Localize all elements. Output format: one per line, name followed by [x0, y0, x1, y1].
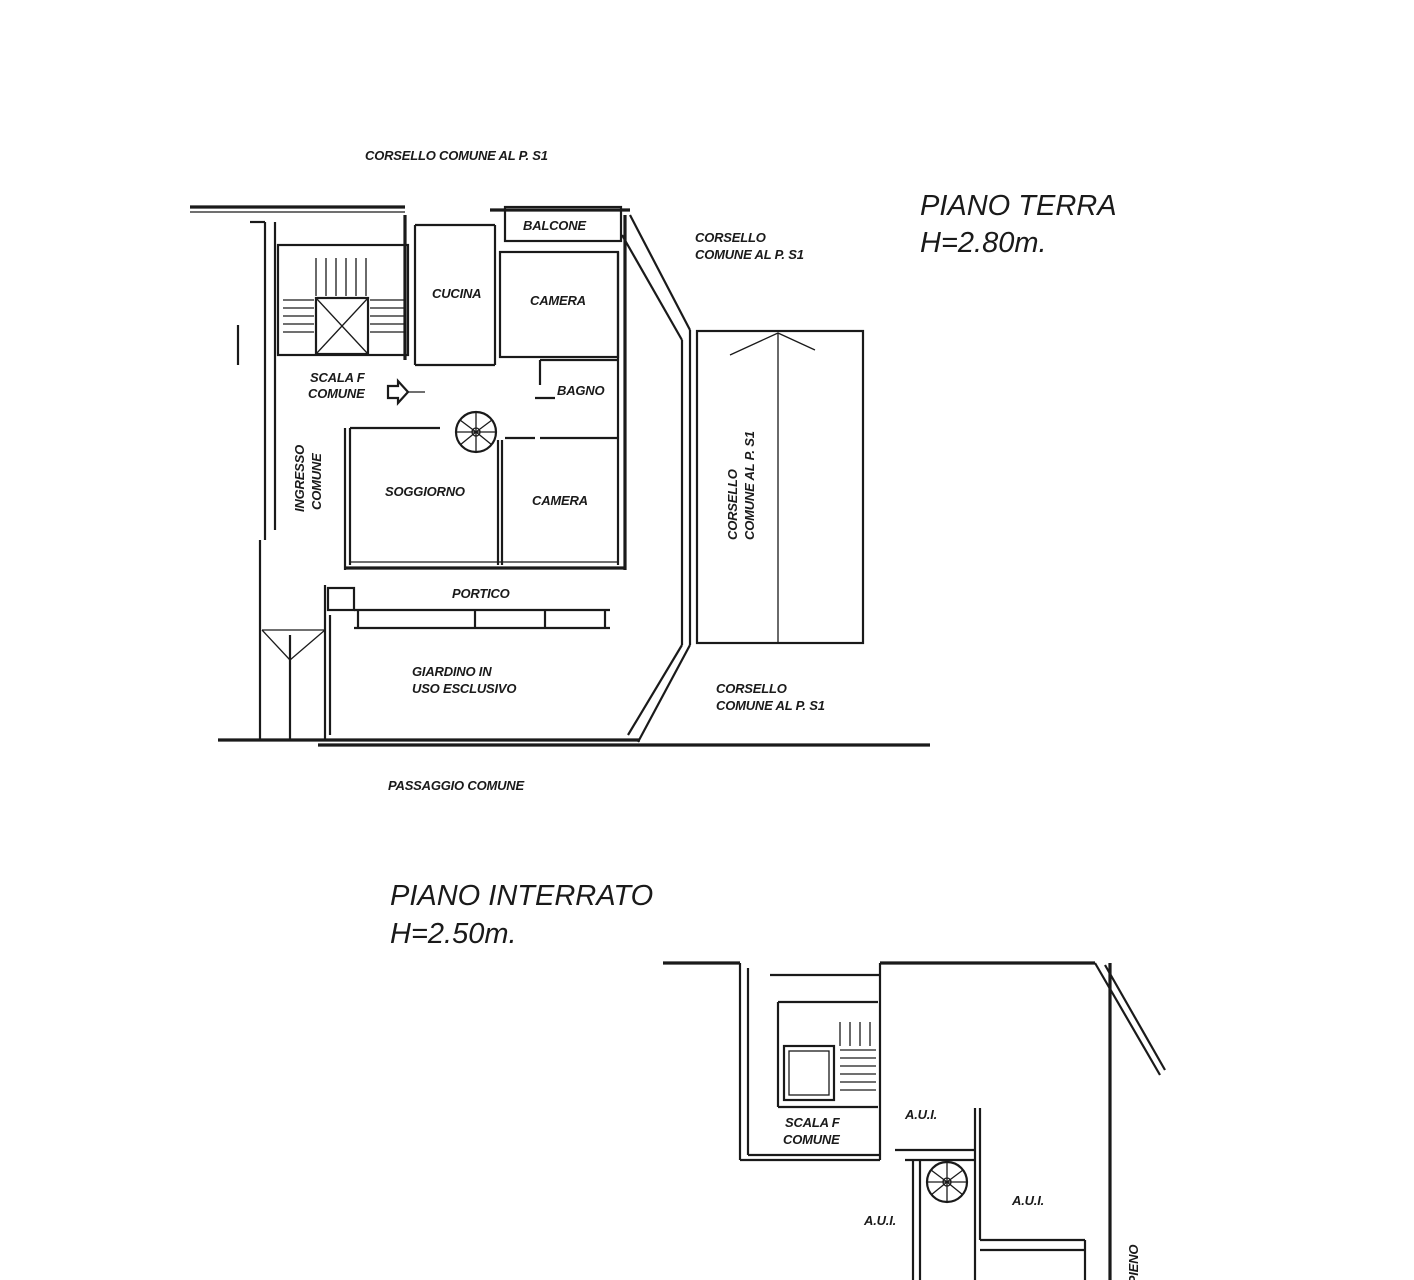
label-scala-1: SCALA F — [310, 370, 366, 385]
basement-labels: PIANO INTERRATO H=2.50m. SCALA F COMUNE … — [390, 880, 1141, 1280]
entry-arrow-icon — [386, 378, 410, 406]
ground-floor-labels: CORSELLO COMUNE AL P. S1 BALCONE CUCINA … — [292, 148, 1117, 793]
label-corsello-right-2: COMUNE AL P. S1 — [695, 247, 804, 262]
label-portico: PORTICO — [452, 586, 510, 601]
label-terrapieno: TERRAPIENO — [1126, 1245, 1141, 1280]
basement-spiral-stair-icon — [925, 1160, 969, 1204]
ground-floor-title: PIANO TERRA — [920, 190, 1117, 222]
label-top-corridor: CORSELLO COMUNE AL P. S1 — [365, 148, 548, 163]
ground-floor-height: H=2.80m. — [920, 227, 1047, 259]
label-balcone: BALCONE — [523, 218, 586, 233]
basement-stair-treads — [839, 1022, 876, 1091]
label-camera-bottom: CAMERA — [532, 493, 588, 508]
label-basement-scala-1: SCALA F — [785, 1115, 841, 1130]
label-bagno: BAGNO — [557, 383, 604, 398]
label-soggiorno: SOGGIORNO — [385, 484, 465, 499]
basement-title: PIANO INTERRATO — [390, 880, 653, 912]
label-giardino-2: USO ESCLUSIVO — [412, 681, 516, 696]
label-passaggio: PASSAGGIO COMUNE — [388, 778, 524, 793]
label-corsello-right-1: CORSELLO — [695, 230, 766, 245]
basement-height: H=2.50m. — [390, 918, 517, 950]
label-aui-2: A.U.I. — [1011, 1193, 1044, 1208]
label-aui-1: A.U.I. — [904, 1107, 937, 1122]
ramp-arrow-icon — [729, 332, 816, 356]
label-camera-top: CAMERA — [530, 293, 586, 308]
label-aui-3: A.U.I. — [863, 1213, 896, 1228]
label-giardino-1: GIARDINO IN — [412, 664, 492, 679]
basement-plan — [663, 961, 1166, 1280]
ground-floor-plan — [190, 205, 930, 747]
label-cucina: CUCINA — [432, 286, 481, 301]
label-corsello-bottom-2: COMUNE AL P. S1 — [716, 698, 825, 713]
label-ingresso-2: COMUNE — [309, 453, 324, 510]
label-scala-2: COMUNE — [308, 386, 365, 401]
label-ingresso-1: INGRESSO — [292, 445, 307, 512]
label-ramp-2: COMUNE AL P. S1 — [742, 431, 757, 540]
label-ramp-1: CORSELLO — [725, 469, 740, 540]
label-basement-scala-2: COMUNE — [783, 1132, 840, 1147]
spiral-stair-icon — [454, 410, 498, 454]
label-corsello-bottom-1: CORSELLO — [716, 681, 787, 696]
stair-treads — [283, 258, 405, 333]
